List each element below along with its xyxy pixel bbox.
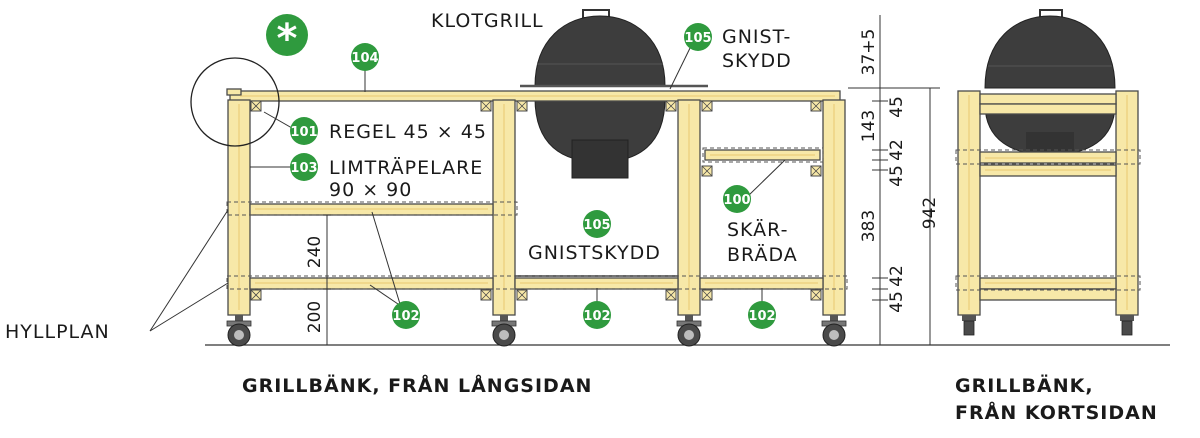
svg-text:*: * (277, 16, 298, 62)
leader-lines (149, 43, 786, 332)
label-regel: REGEL 45 × 45 (329, 121, 487, 143)
badge-101: 101 (290, 117, 318, 145)
label-skarbrada-2: BRÄDA (727, 243, 798, 266)
svg-text:101: 101 (290, 125, 317, 140)
dim-942: 942 (920, 197, 940, 229)
label-limtrapelare-2: 90 × 90 (329, 179, 412, 201)
dim-42-b: 42 (887, 265, 907, 287)
posts (227, 99, 846, 316)
badge-105-top: 105 (684, 23, 712, 51)
label-skarbrada-1: SKÄR- (727, 218, 788, 241)
detail-circle (190, 57, 280, 147)
caption-short-side-2: FRÅN KORTSIDAN (955, 400, 1158, 424)
label-gnistskydd-top-2: SKYDD (722, 50, 792, 72)
svg-text:102: 102 (583, 309, 610, 324)
dim-42-a: 42 (887, 139, 907, 161)
dim-45-c: 45 (887, 291, 907, 313)
dim-45-b: 45 (887, 165, 907, 187)
badge-102-b: 102 (583, 301, 611, 329)
badge-102-c: 102 (748, 301, 776, 329)
dim-240: 240 (305, 236, 325, 268)
label-klotgrill: KLOTGRILL (431, 10, 544, 32)
label-limtrapelare-1: LIMTRÄPELARE (329, 156, 483, 179)
kettle-grill (520, 9, 708, 179)
svg-text:105: 105 (684, 31, 711, 46)
label-gnistskydd-top-1: GNIST- (722, 26, 791, 48)
badge-102-a: 102 (392, 301, 420, 329)
label-gnistskydd-mid: GNISTSKYDD (528, 242, 661, 264)
dim-45-top: 45 (887, 96, 907, 118)
dimension-lines (323, 15, 940, 346)
svg-text:102: 102 (748, 309, 775, 324)
caption-long-side: GRILLBÄNK, FRÅN LÅNGSIDAN (242, 373, 592, 397)
svg-text:105: 105 (583, 218, 610, 233)
badge-104: 104 (351, 43, 379, 71)
dim-383: 383 (859, 210, 879, 242)
badge-105-mid: 105 (583, 210, 611, 238)
svg-text:100: 100 (723, 193, 750, 208)
label-hyllplan: HYLLPLAN (5, 321, 110, 343)
badge-103: 103 (290, 153, 318, 181)
caption-short-side-1: GRILLBÄNK, (955, 373, 1094, 397)
svg-text:102: 102 (392, 309, 419, 324)
badge-star: * (266, 14, 308, 62)
long-side-view: KLOTGRILL GNIST- SKYDD REGEL 45 × 45 LIM… (5, 9, 1170, 397)
svg-text:103: 103 (290, 161, 317, 176)
short-side-view: GRILLBÄNK, FRÅN KORTSIDAN (955, 9, 1158, 424)
dim-200: 200 (305, 301, 325, 333)
svg-text:104: 104 (351, 51, 378, 66)
shelves (249, 149, 824, 290)
dim-143: 143 (859, 110, 879, 142)
badge-100: 100 (723, 185, 751, 213)
dim-37-5: 37+5 (859, 29, 879, 76)
